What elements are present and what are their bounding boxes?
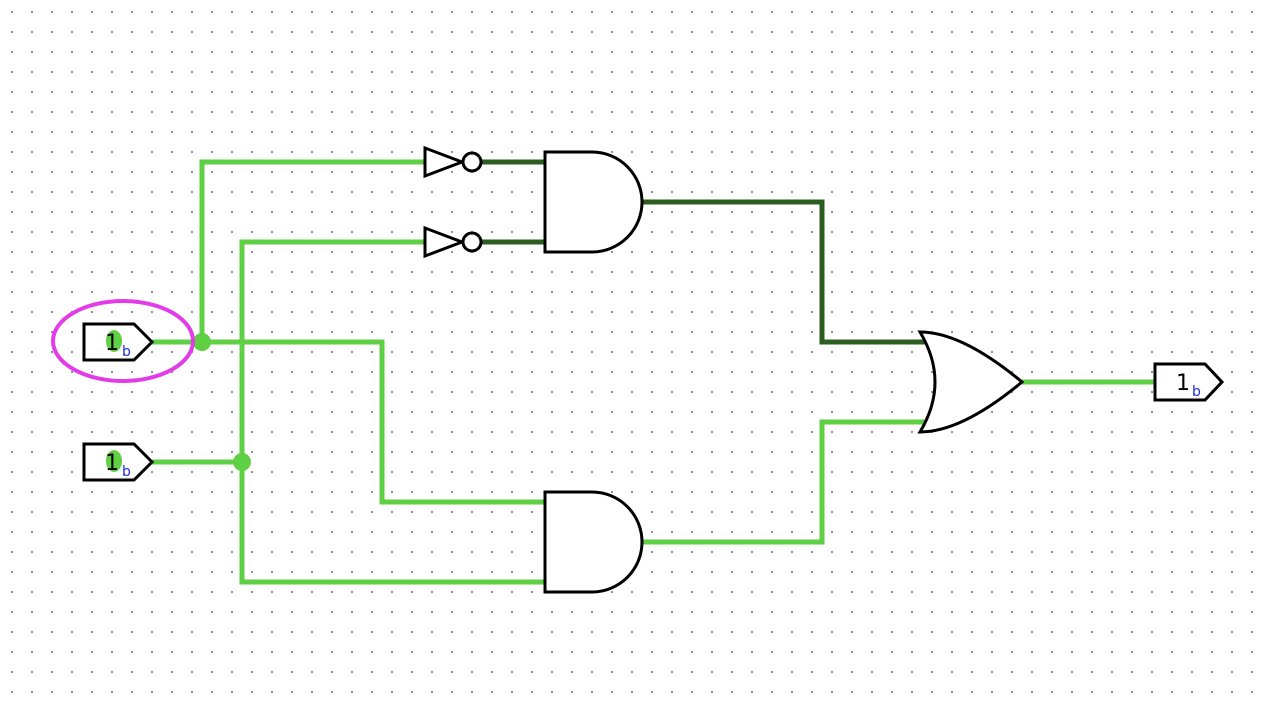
junction-a xyxy=(193,333,211,351)
wire-a-to-not1[interactable] xyxy=(199,159,425,342)
wire-and2-to-or[interactable] xyxy=(640,419,928,545)
wire-b-to-and2[interactable] xyxy=(239,462,545,585)
input-a-radix: b xyxy=(122,344,131,360)
input-a-value: 1 xyxy=(105,331,119,356)
and-gate-1[interactable] xyxy=(543,150,644,254)
input-b-value: 1 xyxy=(105,451,119,476)
wires-high xyxy=(152,159,1155,585)
wires-low xyxy=(482,159,928,345)
selection-highlight xyxy=(51,299,195,383)
input-pin-a[interactable]: 1 b xyxy=(82,322,155,362)
input-pin-b[interactable]: 1 b xyxy=(82,442,155,482)
output-pin-y[interactable]: 1 b xyxy=(1153,362,1225,402)
junction-b xyxy=(233,453,251,471)
not-gate-2[interactable] xyxy=(423,225,483,259)
input-a-state-indicator xyxy=(106,330,122,352)
output-y-radix: b xyxy=(1192,384,1201,400)
not-gate-1[interactable] xyxy=(423,145,483,179)
or-gate[interactable] xyxy=(917,330,1025,434)
wire-b-to-not2[interactable] xyxy=(239,239,425,462)
output-y-value: 1 xyxy=(1176,371,1190,396)
wire-a-to-and2[interactable] xyxy=(202,339,545,505)
input-b-radix: b xyxy=(122,464,131,480)
input-b-state-indicator xyxy=(106,450,122,472)
and-gate-2[interactable] xyxy=(543,490,644,594)
wire-and1-to-or[interactable] xyxy=(640,199,928,345)
